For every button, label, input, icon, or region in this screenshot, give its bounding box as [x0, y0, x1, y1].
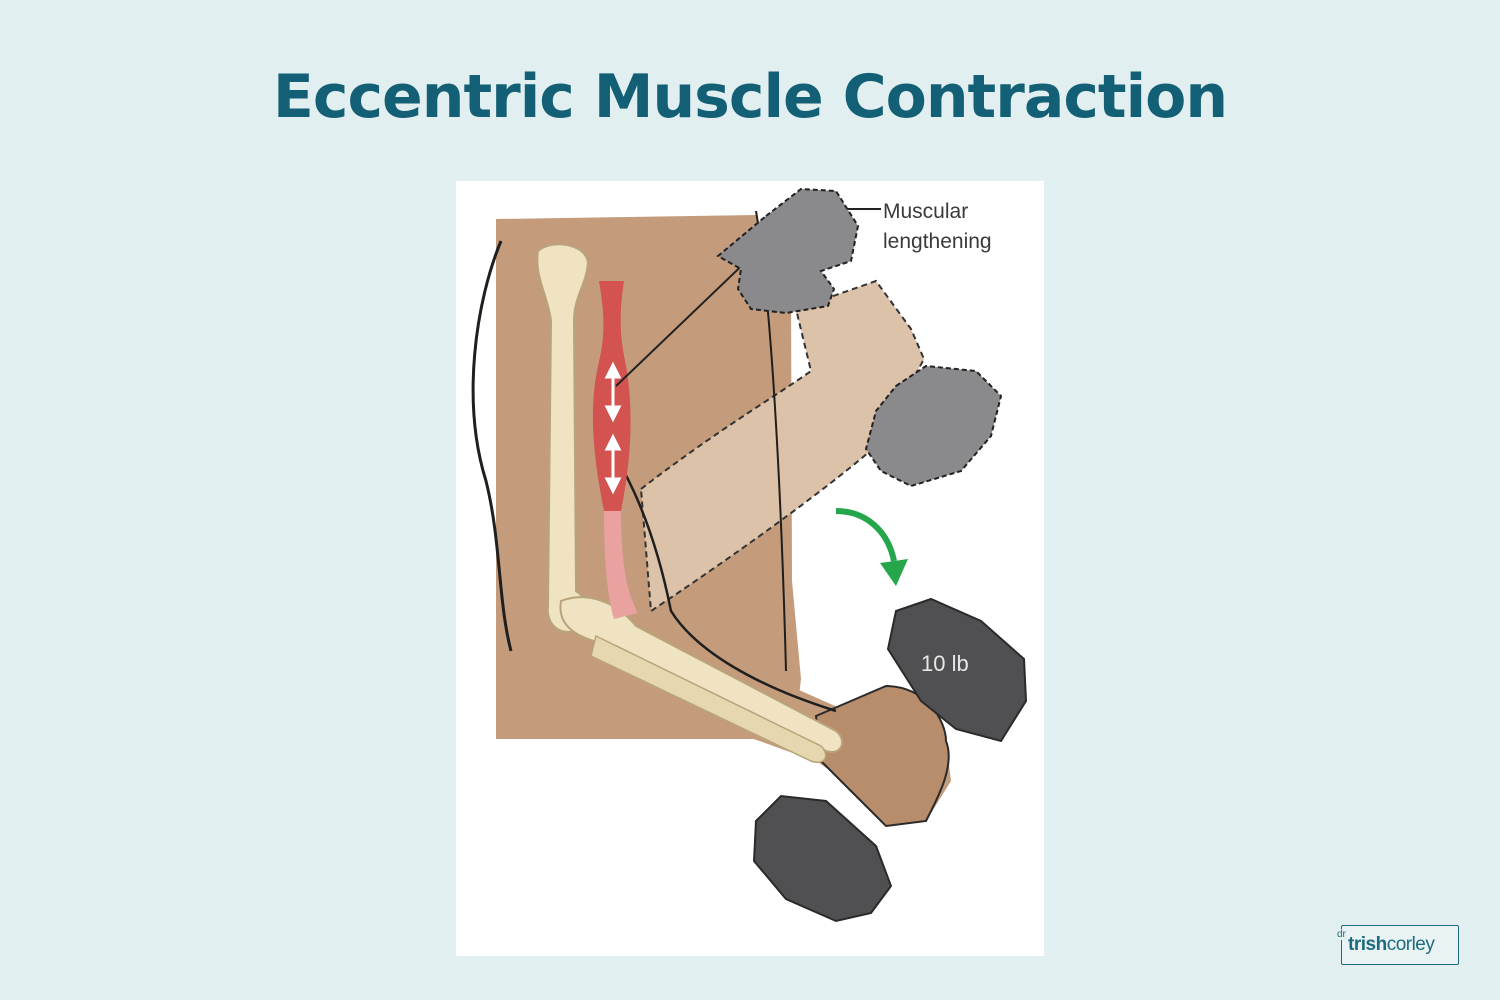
hand: [814, 684, 950, 828]
arm-outline: [471, 240, 513, 652]
radius-bone: [559, 596, 844, 753]
dumbbell-bottom-plate: [752, 794, 893, 923]
logo-prefix: dr: [1336, 929, 1347, 940]
callout-line-2: lengthening: [883, 230, 992, 253]
down-arrow-icon: [835, 508, 908, 586]
arm-diagram: 10 lb: [471, 187, 1028, 923]
dumbbell-top-plate: [886, 597, 1028, 743]
biceps-tendon: [604, 511, 638, 619]
logo-name-regular: corley: [1386, 934, 1435, 955]
page-title: Eccentric Muscle Contraction: [272, 62, 1228, 132]
callout-line-1: Muscular: [883, 200, 969, 223]
ulna-bone: [590, 634, 827, 763]
ghost-dumbbell-bottom: [864, 364, 1003, 488]
logo-name-bold: trish: [1348, 934, 1387, 955]
ghost-forearm: [639, 279, 926, 613]
arm-inner-outline: [619, 465, 837, 713]
weight-label: 10 lb: [921, 651, 969, 676]
brand-logo: dr trishcorley: [1336, 925, 1459, 965]
arm-illustration: 10 lb Muscular lengthening: [456, 181, 1044, 956]
logo-name: trishcorley: [1348, 934, 1435, 956]
double-arrow-icon: [604, 361, 622, 495]
ghost-dumbbell-top: [716, 187, 860, 315]
muscular-lengthening-callout: Muscular lengthening: [883, 197, 992, 257]
